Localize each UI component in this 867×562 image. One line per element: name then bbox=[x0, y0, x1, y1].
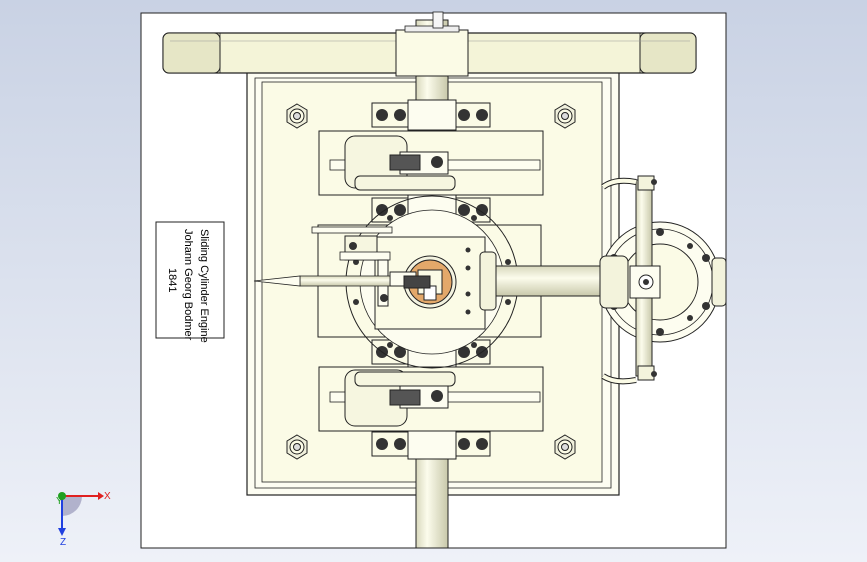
y-axis-arrow bbox=[58, 492, 66, 500]
corner-nut-tl[interactable] bbox=[286, 103, 308, 129]
rod-gland[interactable] bbox=[479, 251, 497, 311]
left-piston-rod[interactable] bbox=[253, 275, 391, 287]
title-text: Sliding Cylinder Engine bbox=[198, 229, 210, 343]
right-connecting-rod[interactable] bbox=[483, 265, 623, 297]
bearing-block-4[interactable] bbox=[371, 428, 491, 460]
crank-wheel[interactable] bbox=[599, 175, 727, 385]
author-text: Johann Georg Bodmer bbox=[182, 229, 194, 341]
title-block: Sliding Cylinder Engine Johann Georg Bod… bbox=[155, 221, 225, 343]
y-axis-label: Y bbox=[56, 496, 63, 507]
flywheel[interactable] bbox=[162, 11, 697, 77]
corner-nut-tr[interactable] bbox=[554, 103, 576, 129]
z-axis-label: Z bbox=[60, 537, 66, 548]
x-axis-label: X bbox=[104, 491, 111, 502]
upper-crank-assembly[interactable] bbox=[318, 130, 544, 196]
bearing-block-1[interactable] bbox=[371, 99, 491, 131]
lower-crank-assembly[interactable] bbox=[318, 366, 544, 432]
year-text: 1841 bbox=[166, 268, 178, 292]
corner-nut-br[interactable] bbox=[554, 434, 576, 460]
corner-nut-bl[interactable] bbox=[286, 434, 308, 460]
coordinate-triad: X Y Z bbox=[56, 491, 111, 548]
